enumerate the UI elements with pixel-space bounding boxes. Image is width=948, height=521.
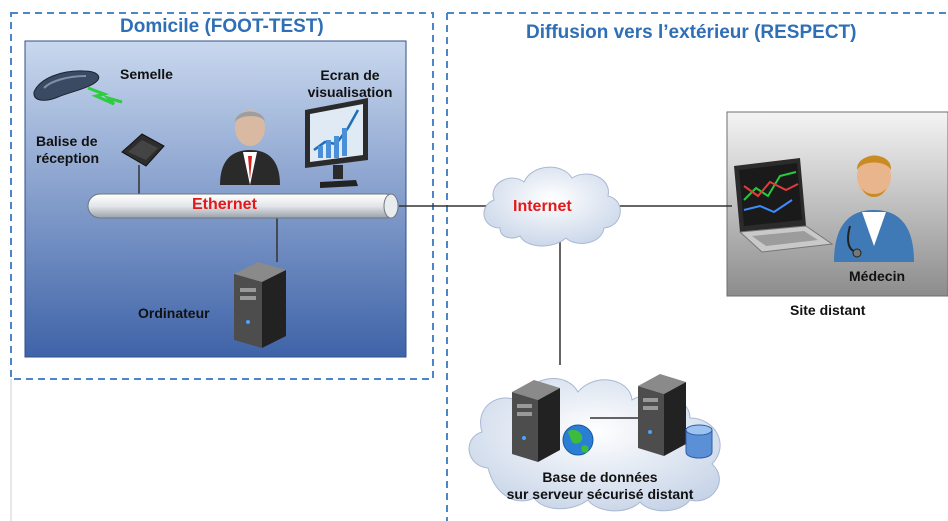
balise-label-line2: réception bbox=[36, 150, 100, 166]
balise-label: Balise de réception bbox=[36, 133, 99, 167]
ethernet-label: Ethernet bbox=[192, 196, 257, 213]
ecran-label: Ecran de visualisation bbox=[288, 67, 412, 101]
database-label: Base de données sur serveur sécurisé dis… bbox=[480, 469, 720, 503]
globe-icon bbox=[562, 424, 594, 456]
internet-cloud bbox=[483, 166, 621, 247]
insole-icon bbox=[33, 70, 123, 106]
database-label-line1: Base de données bbox=[542, 469, 658, 485]
server-tower-icon bbox=[512, 380, 560, 462]
home-zone-title: Domicile (FOOT-TEST) bbox=[120, 16, 324, 37]
medecin-label: Médecin bbox=[849, 268, 906, 284]
person-icon bbox=[220, 110, 280, 185]
internet-label: Internet bbox=[513, 198, 572, 215]
receiver-beacon-icon bbox=[121, 133, 165, 167]
ethernet-pipe bbox=[87, 193, 399, 219]
ecran-label-line2: visualisation bbox=[307, 84, 393, 100]
balise-label-line1: Balise de bbox=[36, 133, 98, 149]
semelle-label: Semelle bbox=[120, 66, 173, 82]
site-panel bbox=[726, 111, 948, 297]
computer-tower-icon bbox=[234, 262, 286, 348]
site-distant-label: Site distant bbox=[790, 302, 866, 318]
database-server-icon bbox=[638, 374, 686, 456]
home-zone-border bbox=[10, 12, 434, 380]
ecran-label-line1: Ecran de bbox=[320, 67, 380, 83]
external-zone-title: Diffusion vers l’extérieur (RESPECT) bbox=[526, 22, 857, 43]
database-label-line2: sur serveur sécurisé distant bbox=[506, 486, 694, 502]
monitor-icon bbox=[305, 98, 368, 188]
doctor-icon bbox=[834, 155, 914, 262]
database-cylinder-icon bbox=[685, 424, 713, 459]
laptop-icon bbox=[734, 158, 834, 253]
ordinateur-label: Ordinateur bbox=[138, 305, 210, 321]
